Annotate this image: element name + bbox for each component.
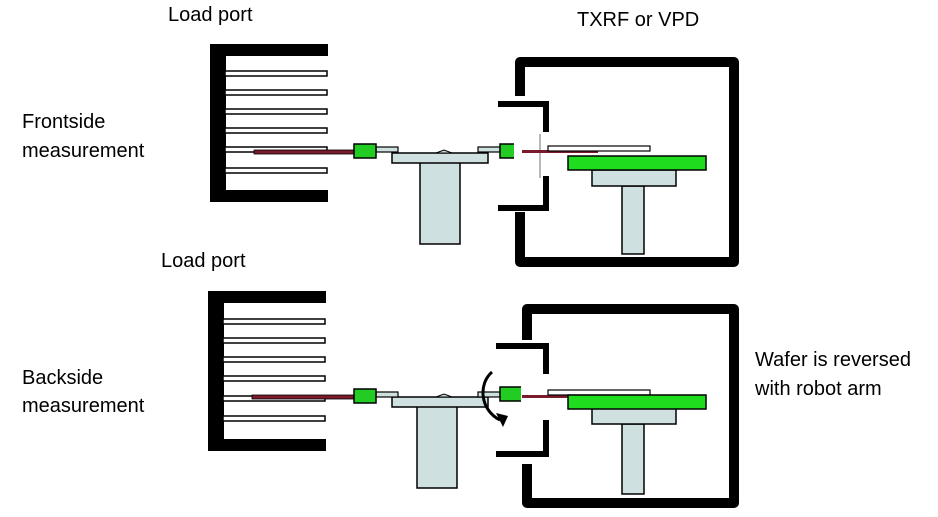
bottom-stage-base — [591, 407, 677, 425]
top-load-port-label: Load port — [168, 4, 253, 26]
bottom-load-port-label: Load port — [161, 250, 246, 272]
top-instrument-chamber — [498, 57, 739, 267]
bottom-arm-right — [477, 391, 501, 398]
frontside-label-line1: Frontside — [22, 111, 106, 133]
frontside-label-line2: measurement — [22, 140, 145, 162]
bottom-door-upper — [496, 343, 549, 374]
bottom-instrument-chamber — [496, 304, 739, 508]
bottom-wafer-on-stage — [522, 395, 598, 398]
wafer-reversed-note-line1: Wafer is reversed — [755, 349, 911, 371]
bottom-load-port — [208, 291, 355, 451]
bottom-stage-plate — [567, 394, 707, 410]
curved-arrow-icon — [481, 370, 508, 427]
top-robot-column — [419, 159, 461, 245]
top-stage-column — [621, 185, 645, 255]
bottom-wafer-in-port — [251, 394, 355, 400]
top-wafer-in-port — [253, 149, 355, 155]
top-arm-left — [375, 146, 399, 153]
top-cassette-slots — [224, 70, 328, 174]
backside-label-line1: Backside — [22, 367, 104, 389]
top-load-port — [210, 44, 355, 202]
bottom-gripper-left — [353, 388, 377, 404]
bottom-cassette-slots — [222, 318, 326, 422]
bottom-robot-head — [391, 396, 489, 408]
top-stage-base — [591, 169, 677, 187]
top-robot — [353, 143, 523, 245]
instrument-label: TXRF or VPD — [577, 9, 700, 31]
bottom-gripper-right — [499, 386, 523, 402]
top-stage-plate — [567, 155, 707, 171]
top-arm-right — [477, 146, 501, 153]
bottom-robot — [353, 386, 523, 489]
bottom-stage-column — [621, 423, 645, 495]
top-door-upper — [498, 101, 549, 132]
bottom-door-lower — [496, 420, 549, 457]
bottom-robot-column — [416, 403, 458, 489]
backside-label-line2: measurement — [22, 395, 145, 417]
top-gripper-left — [353, 143, 377, 159]
top-robot-hub — [435, 149, 453, 154]
bottom-arm-left — [375, 391, 399, 398]
wafer-reversed-note-line2: with robot arm — [755, 378, 882, 400]
top-robot-head — [391, 152, 489, 164]
top-door-lower — [498, 176, 549, 211]
